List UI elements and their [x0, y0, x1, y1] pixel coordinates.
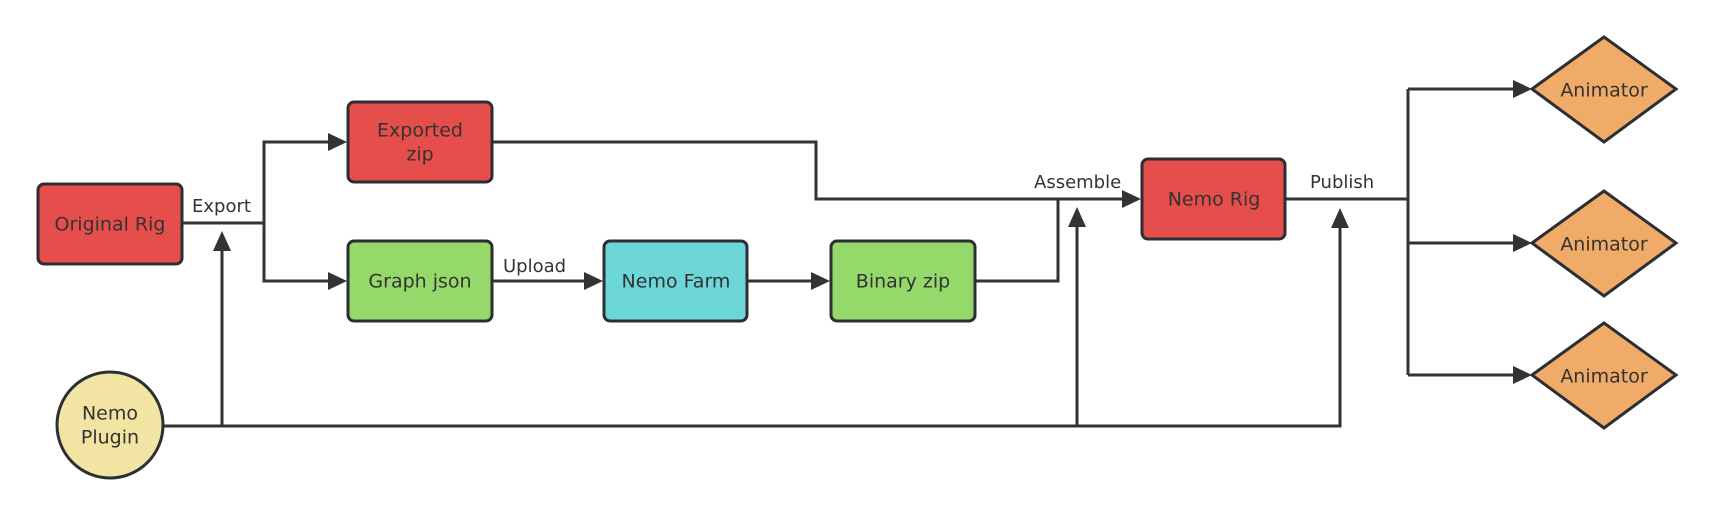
node-exported-zip[interactable]: Exported zip — [346, 100, 494, 184]
node-exported-zip-label-line2: zip — [406, 144, 433, 166]
node-nemo-plugin-label-line2: Plugin — [81, 427, 139, 449]
node-nemo-rig[interactable]: Nemo Rig — [1140, 157, 1287, 241]
node-original-rig[interactable]: Original Rig — [36, 182, 184, 266]
arrowhead-graph-json — [328, 272, 347, 290]
arrowhead-nemo-rig — [1122, 190, 1141, 208]
node-animator-2-label: Animator — [1560, 234, 1648, 256]
edge-export-to-graph-json — [262, 223, 330, 283]
node-animator-1-shape — [1529, 35, 1679, 144]
node-binary-zip-label: Binary zip — [856, 271, 950, 293]
node-nemo-farm[interactable]: Nemo Farm — [602, 239, 749, 323]
node-original-rig-label: Original Rig — [55, 214, 166, 236]
edge-export-to-exported-zip — [262, 140, 330, 223]
edge-label-upload: Upload — [503, 256, 566, 277]
node-animator-1[interactable]: Animator — [1529, 35, 1679, 144]
node-nemo-plugin-label-line1: Nemo — [82, 403, 138, 425]
arrowhead-exported-zip — [328, 133, 347, 151]
arrowhead-animator-1 — [1513, 80, 1532, 98]
node-animator-3-shape — [1529, 321, 1679, 430]
edge-label-publish: Publish — [1310, 172, 1374, 193]
arrowhead-export-plugin — [213, 231, 231, 251]
node-animator-3-label: Animator — [1560, 366, 1648, 388]
arrowhead-binary-zip — [811, 272, 830, 290]
node-original-rig-shape — [36, 182, 184, 266]
edge-binary-zip-to-assemble — [975, 199, 1060, 283]
edge-label-assemble: Assemble — [1034, 172, 1121, 193]
node-graph-json[interactable]: Graph json — [346, 239, 494, 323]
node-animator-1-label: Animator — [1560, 80, 1648, 102]
edge-exported-zip-to-nemo-rig — [492, 140, 1124, 201]
arrowhead-animator-2 — [1513, 234, 1532, 252]
node-binary-zip-shape — [829, 239, 977, 323]
node-exported-zip-label-line1: Exported — [377, 120, 463, 142]
node-nemo-farm-label: Nemo Farm — [622, 271, 731, 293]
node-binary-zip[interactable]: Binary zip — [829, 239, 977, 323]
arrowhead-nemo-farm — [584, 272, 603, 290]
node-nemo-rig-shape — [1140, 157, 1287, 241]
node-exported-zip-shape — [346, 100, 494, 184]
arrowhead-publish-plugin — [1331, 208, 1349, 228]
node-nemo-rig-label: Nemo Rig — [1168, 189, 1261, 211]
node-nemo-farm-shape — [602, 239, 749, 323]
arrowhead-assemble-plugin — [1068, 207, 1086, 227]
edge-plugin-bus — [163, 226, 1342, 428]
node-animator-3[interactable]: Animator — [1529, 321, 1679, 430]
node-animator-2[interactable]: Animator — [1529, 189, 1679, 298]
node-graph-json-label: Graph json — [368, 271, 471, 293]
node-nemo-plugin-shape — [55, 370, 165, 480]
node-animator-2-shape — [1529, 189, 1679, 298]
node-graph-json-shape — [346, 239, 494, 323]
edge-label-export: Export — [192, 196, 251, 217]
node-nemo-plugin[interactable]: Nemo Plugin — [55, 370, 165, 480]
arrowhead-animator-3 — [1513, 366, 1532, 384]
